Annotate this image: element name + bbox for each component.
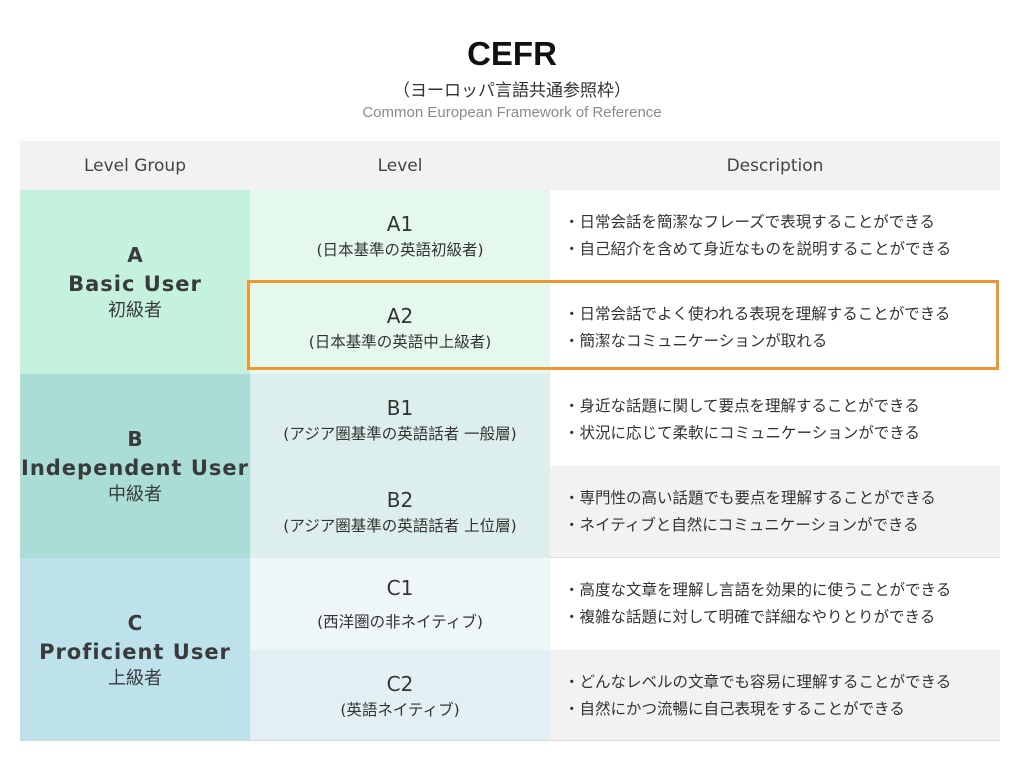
description-cell-a1: ・日常会話を簡潔なフレーズで表現することができる ・自己紹介を含めて身近なものを… <box>550 190 1000 282</box>
subtitle-japanese: （ヨーロッパ言語共通参照枠） <box>393 81 631 101</box>
description-line: ・自己紹介を含めて身近なものを説明することができる <box>564 240 952 258</box>
group-name: Proficient User <box>39 639 231 664</box>
highlight-box-a2 <box>247 280 999 370</box>
level-note: (日本基準の英語中上級者) <box>308 333 492 351</box>
level-cell-b1: B1 (アジア圏基準の英語話者 一般層) <box>250 374 550 466</box>
cefr-table: Level Group Level Description A Basic Us… <box>20 141 1000 741</box>
level-cell-c2: C2 (英語ネイティブ) <box>250 650 550 741</box>
level-cell-a1: A1 (日本基準の英語初級者) <box>250 190 550 282</box>
level-code: B1 <box>386 396 414 420</box>
group-japanese-label: 初級者 <box>108 300 162 321</box>
page-title: CEFR <box>467 35 557 72</box>
row-divider <box>550 557 1000 558</box>
description-line: ・状況に応じて柔軟にコミュニケーションができる <box>564 424 920 442</box>
description-line: ・日常会話でよく使われる表現を理解することができる <box>564 305 951 323</box>
group-japanese-label: 上級者 <box>108 667 162 689</box>
level-code: B2 <box>386 488 414 512</box>
level-cell-b2: B2 (アジア圏基準の英語話者 上位層) <box>250 466 550 558</box>
level-code: C2 <box>386 671 414 696</box>
description-cell-c1: ・高度な文章を理解し言語を効果的に使うことができる ・複雑な話題に対して明確で詳… <box>550 558 1000 650</box>
description-line: ・高度な文章を理解し言語を効果的に使うことができる <box>564 581 952 599</box>
description-cell-c2: ・どんなレベルの文章でも容易に理解することができる ・自然にかつ流暢に自己表現を… <box>550 650 1000 741</box>
level-code: A2 <box>386 304 414 328</box>
description-line: ・自然にかつ流暢に自己表現をすることができる <box>564 699 905 718</box>
group-c-cell: C Proficient User 上級者 <box>20 558 250 741</box>
description-line: ・ネイティブと自然にコミュニケーションができる <box>564 516 919 534</box>
description-line: ・日常会話を簡潔なフレーズで表現することができる <box>564 213 935 231</box>
group-name: Basic User <box>68 272 202 296</box>
subtitle-english: Common European Framework of Reference <box>362 104 662 121</box>
description-cell-a2: ・日常会話でよく使われる表現を理解することができる ・簡潔なコミュニケーションが… <box>550 282 1000 374</box>
group-letter: C <box>127 610 143 635</box>
table-bottom-border <box>20 740 1000 741</box>
description-line: ・どんなレベルの文章でも容易に理解することができる <box>564 672 952 691</box>
level-note: (西洋圏の非ネイティブ) <box>317 613 483 631</box>
header-level-group: Level Group <box>20 141 250 190</box>
group-letter: B <box>127 427 143 451</box>
group-a-cell: A Basic User 初級者 <box>20 190 250 374</box>
level-code: C1 <box>386 576 414 600</box>
group-japanese-label: 中級者 <box>108 484 162 505</box>
level-note: (アジア圏基準の英語話者 一般層) <box>283 425 517 443</box>
header-level: Level <box>250 141 550 190</box>
level-note: (アジア圏基準の英語話者 上位層) <box>283 517 517 535</box>
description-line: ・複雑な話題に対して明確で詳細なやりとりができる <box>564 608 936 626</box>
level-cell-a2: A2 (日本基準の英語中上級者) <box>250 282 550 374</box>
description-line: ・身近な話題に関して要点を理解することができる <box>564 397 920 415</box>
header-description: Description <box>550 141 1000 190</box>
level-note: (日本基準の英語初級者) <box>316 241 484 259</box>
group-b-cell: B Independent User 中級者 <box>20 374 250 558</box>
description-line: ・簡潔なコミュニケーションが取れる <box>564 332 828 350</box>
group-name: Independent User <box>21 456 249 480</box>
level-cell-c1: C1 (西洋圏の非ネイティブ) <box>250 558 550 650</box>
level-note: (英語ネイティブ) <box>340 700 460 719</box>
group-letter: A <box>127 243 143 267</box>
description-cell-b2: ・専門性の高い話題でも要点を理解することができる ・ネイティブと自然にコミュニケ… <box>550 466 1000 558</box>
description-cell-b1: ・身近な話題に関して要点を理解することができる ・状況に応じて柔軟にコミュニケー… <box>550 374 1000 466</box>
level-code: A1 <box>386 212 414 236</box>
description-line: ・専門性の高い話題でも要点を理解することができる <box>564 489 936 507</box>
